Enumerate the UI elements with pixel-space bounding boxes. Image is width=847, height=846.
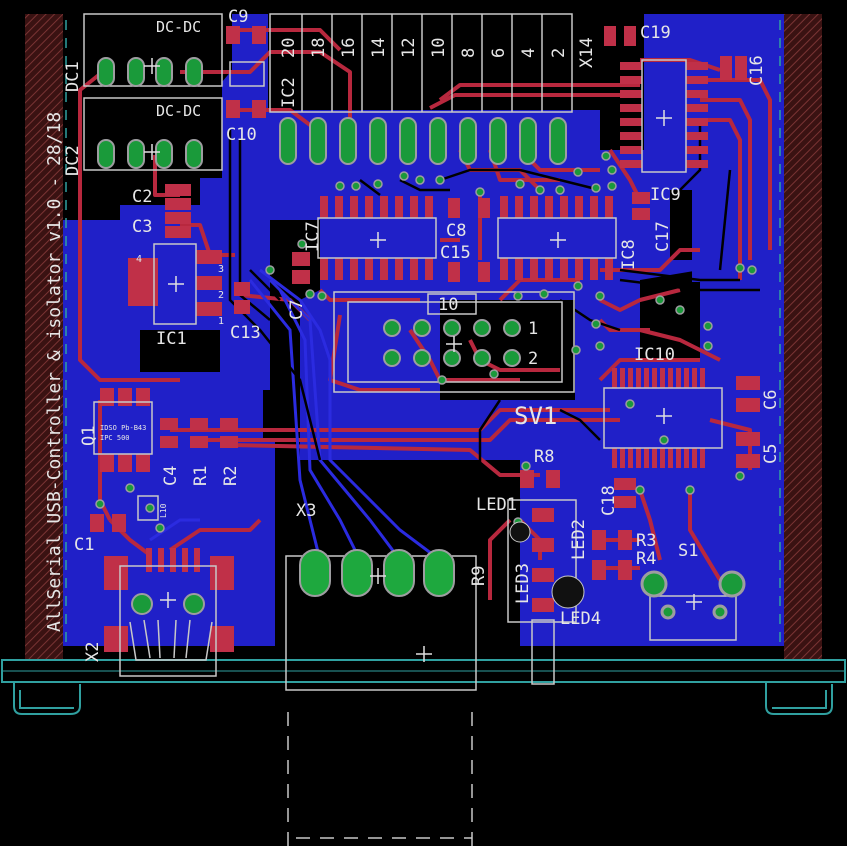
label-c8: C8	[446, 221, 466, 241]
label-c1: C1	[74, 535, 94, 555]
label-ic1-pin2: 2	[218, 290, 224, 301]
label-q1: Q1	[79, 426, 99, 446]
label-ic7: IC7	[303, 221, 323, 252]
board-outline	[1, 659, 846, 715]
label-q1-marking2: IPC 500	[100, 434, 130, 442]
label-x3: X3	[296, 501, 316, 521]
connector-pin-number: 6	[489, 48, 509, 58]
header-pins	[279, 117, 567, 165]
dashed-connector-outline	[287, 712, 473, 846]
label-r3: R3	[636, 531, 656, 551]
label-c17: C17	[653, 221, 673, 252]
label-x14: X14	[577, 37, 597, 68]
sv1-pins	[383, 319, 521, 367]
label-ic8: IC8	[619, 239, 639, 270]
connector-pin-number: 14	[369, 38, 389, 58]
connector-pin-number: 10	[429, 38, 449, 58]
label-ic1-pin4: 4	[136, 254, 142, 265]
x3-pins	[299, 549, 455, 597]
connector-header-outline	[269, 13, 573, 113]
label-dcdc1: DC-DC	[156, 18, 201, 36]
connector-pin-number: 16	[339, 38, 359, 58]
label-c15: C15	[440, 243, 471, 263]
label-sv1-pin2: 2	[528, 349, 538, 369]
label-x2: X2	[83, 642, 103, 662]
label-c10: C10	[226, 125, 257, 145]
connector-pin-number: 4	[519, 48, 539, 58]
label-ic1-pin1: 1	[218, 316, 224, 327]
dcdc-pins	[97, 57, 203, 169]
label-dc1: DC1	[63, 61, 83, 92]
origin-markers	[144, 58, 702, 662]
label-r8: R8	[534, 447, 554, 467]
label-r1: R1	[191, 466, 211, 486]
label-c4: C4	[161, 466, 181, 486]
connector-pin-number: 18	[309, 38, 329, 58]
label-r2: R2	[221, 466, 241, 486]
label-c18: C18	[599, 485, 619, 516]
left-hatched-edge	[25, 14, 63, 659]
usb-inner-outline	[129, 619, 213, 661]
s1-pins	[640, 570, 746, 620]
label-ic2: IC2	[279, 77, 299, 108]
label-sv1-pin1: 1	[528, 319, 538, 339]
bottom-thin-traces	[228, 120, 760, 502]
label-c5: C5	[761, 444, 781, 464]
led-bodies	[509, 521, 585, 609]
label-c6: C6	[761, 390, 781, 410]
label-c3: C3	[132, 217, 152, 237]
right-hatched-edge	[784, 14, 822, 659]
label-led1: LED1	[476, 495, 517, 515]
label-ic10: IC10	[634, 345, 675, 365]
dashed-guides	[65, 20, 781, 650]
label-ic1-pin3: 3	[218, 264, 224, 275]
label-r9: R9	[469, 566, 489, 586]
label-r4: R4	[636, 549, 656, 569]
label-led3: LED3	[513, 563, 533, 604]
ic-pin-rows	[320, 62, 708, 468]
label-c13: C13	[230, 323, 261, 343]
label-c19: C19	[640, 23, 671, 43]
vias	[95, 151, 757, 533]
board-title-text: AllSerial USB-Controller & isolator v1.0…	[44, 112, 65, 632]
label-sv1: SV1	[514, 402, 557, 430]
label-dcdc2: DC-DC	[156, 102, 201, 120]
pour-clearance-areas	[63, 14, 700, 660]
connector-pin-number: 12	[399, 38, 419, 58]
connector-pin-number: 2	[549, 48, 569, 58]
label-ic1: IC1	[156, 329, 187, 349]
label-s1: S1	[678, 541, 698, 561]
label-q1-marking: IDSO Pb-B43	[100, 424, 146, 432]
label-c9: C9	[228, 7, 248, 27]
label-sv1-pin10: 10	[438, 295, 458, 315]
connector-pin-number: 20	[279, 38, 299, 58]
component-outlines	[83, 13, 737, 691]
label-led4: LED4	[560, 609, 601, 629]
label-c7: C7	[287, 300, 307, 320]
label-c16: C16	[747, 55, 767, 86]
usb-holes	[131, 593, 205, 615]
label-dc2: DC2	[63, 145, 83, 176]
label-l10: L10	[159, 503, 168, 518]
label-ic9: IC9	[650, 185, 681, 205]
label-led2: LED2	[569, 519, 589, 560]
label-c2: C2	[132, 187, 152, 207]
connector-pin-number: 8	[459, 48, 479, 58]
smd-pads	[90, 26, 760, 652]
